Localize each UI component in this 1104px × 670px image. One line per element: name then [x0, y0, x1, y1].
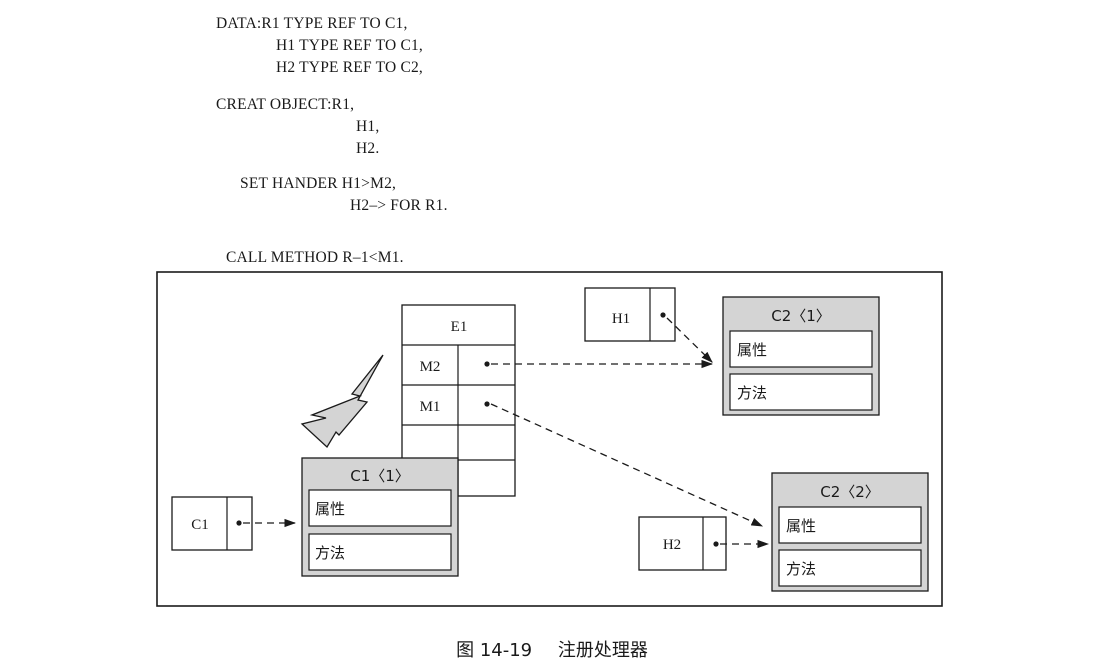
- event-row-m1: M1: [420, 399, 441, 415]
- object-c2-1: C2〈1〉 属性 方法: [722, 296, 880, 416]
- event-table-title: E1: [451, 319, 468, 335]
- pointer-dot: [484, 401, 490, 407]
- object-c2-1-method: 方法: [737, 384, 767, 402]
- ref-var-c1: C1: [171, 496, 253, 551]
- figure-number: 图 14-19: [456, 640, 533, 661]
- object-c2-1-title: C2〈1〉: [771, 307, 831, 325]
- code-line-4: CREAT OBJECT:R1,: [216, 96, 355, 113]
- code-line-8: H2–> FOR R1.: [350, 197, 448, 214]
- ref-var-h2: H2: [638, 516, 727, 571]
- arrow-m1-to-c2-2: [490, 403, 764, 527]
- object-c1-1-method: 方法: [315, 544, 345, 562]
- object-c2-2-title: C2〈2〉: [820, 483, 880, 501]
- code-line-7: SET HANDER H1>M2,: [240, 175, 397, 192]
- pointer-dot: [660, 312, 666, 318]
- code-line-5: H1,: [356, 118, 380, 135]
- object-c2-1-attr: 属性: [737, 341, 767, 359]
- event-row-m2: M2: [420, 359, 441, 375]
- figure-title: 注册处理器: [557, 640, 648, 661]
- code-line-2: H1 TYPE REF TO C1,: [276, 37, 424, 54]
- code-line-9: CALL METHOD R–1<M1.: [226, 249, 404, 266]
- object-c2-2-method: 方法: [786, 560, 816, 578]
- object-c2-2-attr: 属性: [786, 517, 816, 535]
- code-line-1: DATA:R1 TYPE REF TO C1,: [216, 15, 408, 32]
- ref-var-h1-label: H1: [612, 311, 630, 327]
- diagram: E1 M2 M1 C1〈1〉 属性 方法 C2〈1〉 属性 方法 C2〈2〉 属…: [156, 271, 943, 607]
- figure-caption: 图 14-19 注册处理器: [0, 636, 1104, 662]
- object-c2-2: C2〈2〉 属性 方法: [771, 472, 929, 592]
- code-line-6: H2.: [356, 140, 380, 157]
- object-c1-1-title: C1〈1〉: [350, 467, 410, 485]
- lightning-bolt-icon: [300, 354, 384, 449]
- diagram-frame: [156, 271, 943, 607]
- code-line-3: H2 TYPE REF TO C2,: [276, 59, 424, 76]
- ref-var-h1: H1: [584, 287, 676, 342]
- pointer-dot: [713, 541, 719, 547]
- pointer-dot: [484, 361, 490, 367]
- arrow-h1-to-c2-1: [666, 317, 713, 363]
- object-c1-1-attr: 属性: [315, 500, 345, 518]
- ref-var-h2-label: H2: [663, 537, 681, 553]
- pointer-dot: [236, 520, 242, 526]
- ref-var-c1-label: C1: [191, 517, 209, 533]
- object-c1-1: C1〈1〉 属性 方法: [301, 457, 459, 577]
